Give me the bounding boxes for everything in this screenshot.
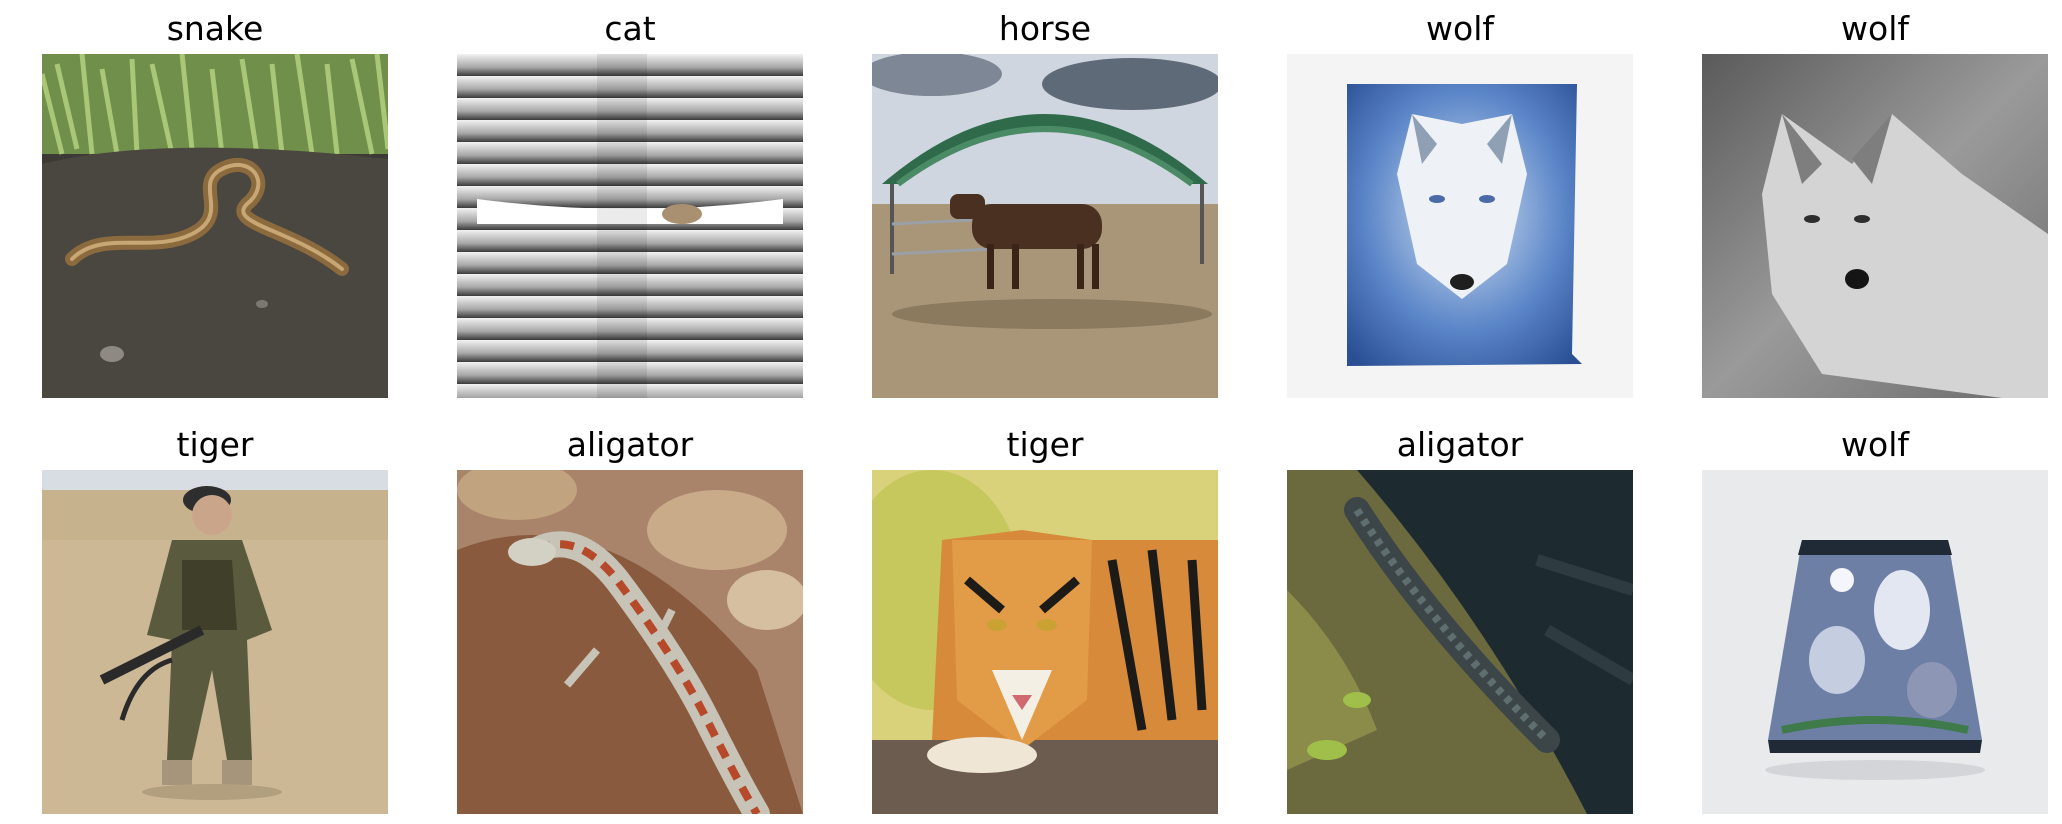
image-label: wolf — [1841, 9, 1909, 48]
soldier-photo — [42, 470, 388, 814]
tiger-photo — [872, 470, 1218, 814]
wolf-lampshade-photo — [1702, 470, 2048, 814]
image-label: tiger — [1006, 425, 1084, 464]
image-label: wolf — [1841, 425, 1909, 464]
wolf-poster-photo — [1287, 54, 1633, 398]
image-label: aligator — [1396, 425, 1524, 464]
image-label: horse — [998, 9, 1092, 48]
horse-shelter-photo — [872, 54, 1218, 398]
image-label: snake — [166, 9, 264, 48]
image-label: wolf — [1426, 9, 1494, 48]
image-label: tiger — [176, 425, 254, 464]
wolf-grayscale-photo — [1702, 54, 2048, 398]
snake-photo — [42, 54, 388, 398]
image-label: aligator — [566, 425, 694, 464]
image-label: cat — [604, 9, 656, 48]
lizard-on-rock-photo — [457, 470, 803, 814]
window-blinds-photo — [457, 54, 803, 398]
alligator-photo — [1287, 470, 1633, 814]
